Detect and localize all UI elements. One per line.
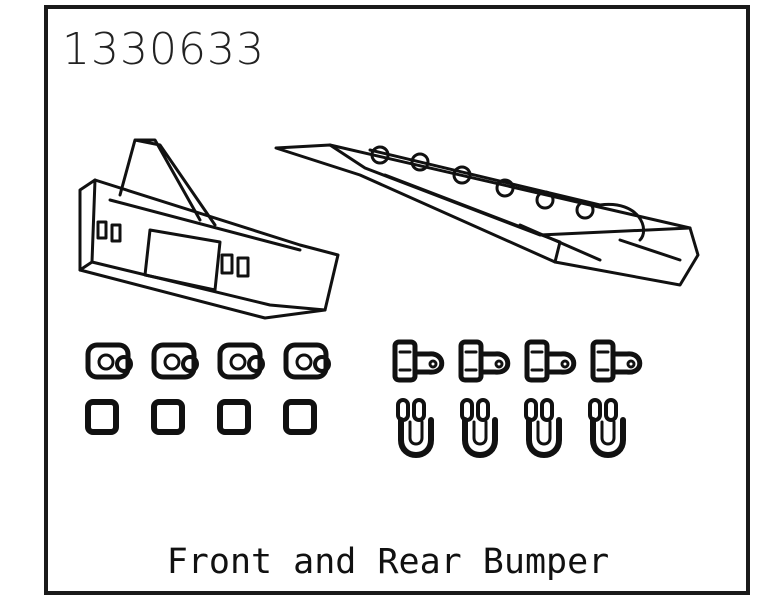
shackle	[460, 398, 498, 458]
shackle-bracket	[392, 339, 445, 383]
shackle-bracket	[524, 339, 577, 383]
front-bumper	[78, 138, 340, 320]
mount-part	[217, 342, 265, 380]
caption: Front and Rear Bumper	[166, 542, 610, 582]
mount-part	[85, 342, 133, 380]
rear-bumper	[274, 143, 700, 287]
shackle	[524, 398, 562, 458]
part-number: 1330633	[62, 24, 265, 75]
square-spacer	[283, 399, 317, 435]
mount-part	[283, 342, 331, 380]
shackle	[396, 398, 434, 458]
square-spacer	[151, 399, 185, 435]
mount-part	[151, 342, 199, 380]
diagram-frame	[44, 5, 750, 595]
square-spacer	[217, 399, 251, 435]
square-spacer	[85, 399, 119, 435]
shackle-bracket	[590, 339, 643, 383]
shackle-bracket	[458, 339, 511, 383]
shackle	[588, 398, 626, 458]
